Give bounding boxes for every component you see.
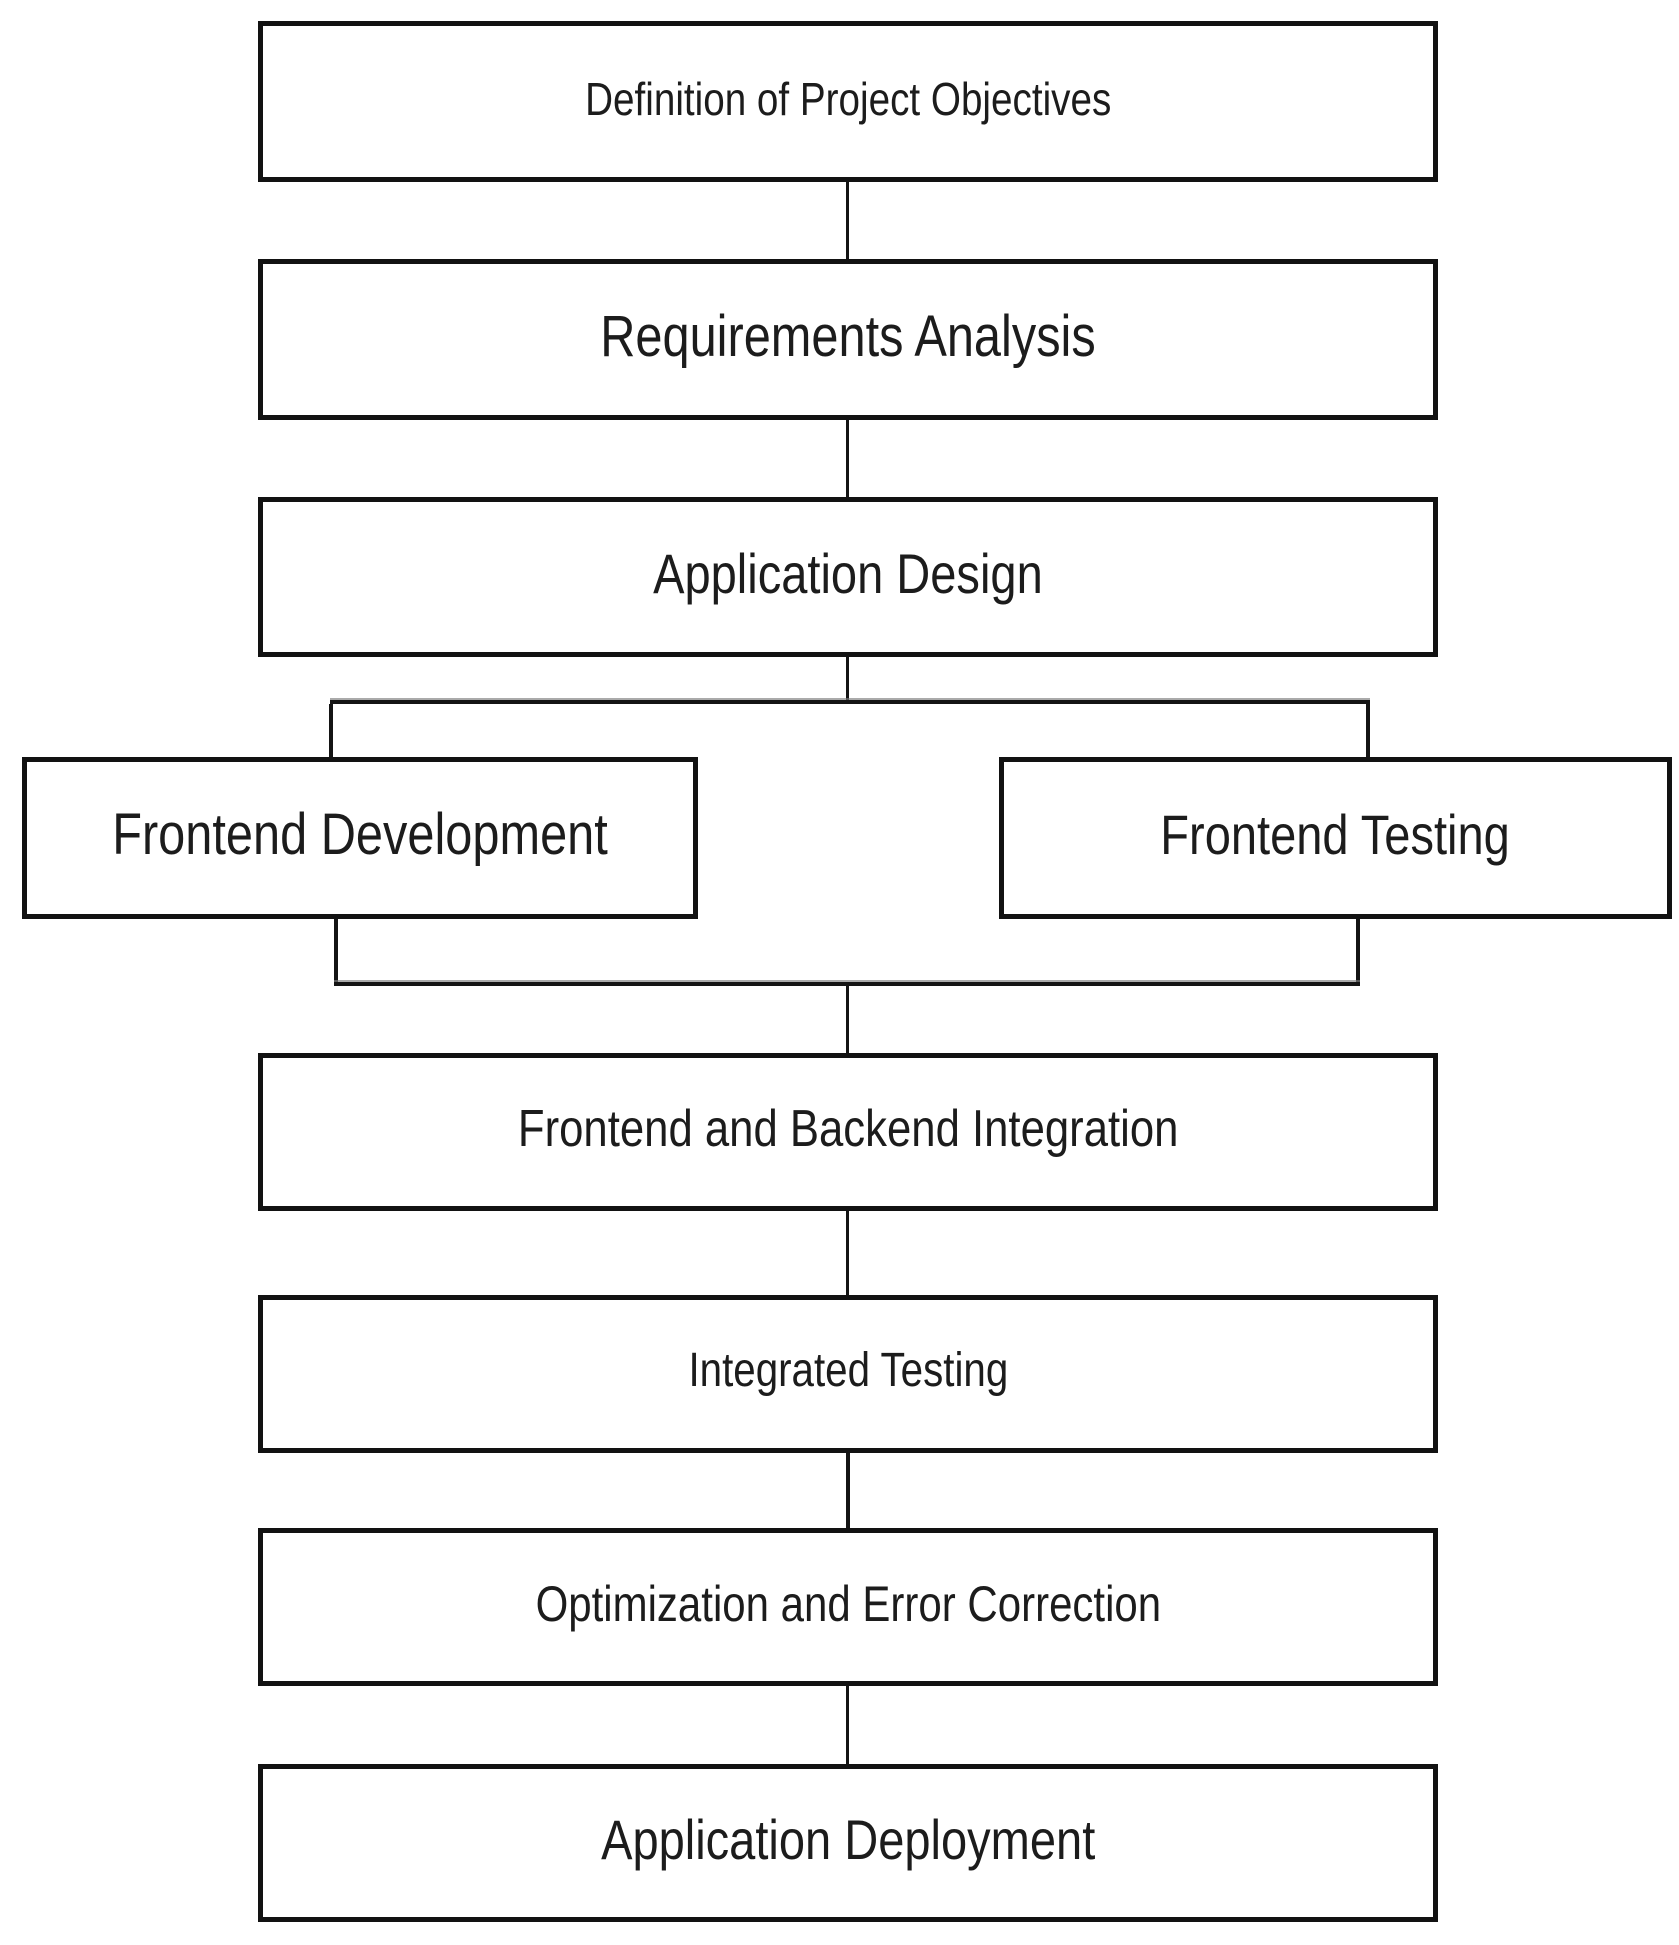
- connector-objectives-to-requirements: [846, 182, 849, 259]
- flow-node-label: Requirements Analysis: [600, 303, 1096, 369]
- connector-design-stem: [846, 657, 849, 703]
- connector-merge-to-integration: [846, 986, 849, 1053]
- connector-branch-to-frontend-development: [329, 704, 333, 757]
- flow-node-label: Application Design: [653, 542, 1043, 605]
- connector-frontend-testing-to-merge: [1356, 919, 1360, 982]
- connector-requirements-to-design: [846, 420, 849, 497]
- flow-node-label: Integrated Testing: [688, 1344, 1008, 1397]
- flow-node-label: Frontend Testing: [1160, 803, 1511, 866]
- flow-node-definition-of-project-objectives: Definition of Project Objectives: [258, 21, 1438, 182]
- connector-optimization-to-deployment: [846, 1686, 849, 1764]
- flow-node-application-deployment: Application Deployment: [258, 1764, 1438, 1922]
- connector-integrated-testing-to-optimization: [846, 1453, 850, 1528]
- flow-node-label: Optimization and Error Correction: [535, 1576, 1161, 1632]
- flow-node-label: Definition of Project Objectives: [584, 72, 1112, 125]
- flow-node-label: Frontend Development: [112, 802, 608, 867]
- connector-merge-line: [334, 982, 1360, 986]
- flow-node-frontend-and-backend-integration: Frontend and Backend Integration: [258, 1053, 1438, 1211]
- connector-integration-to-integrated-testing: [846, 1211, 849, 1295]
- connector-branch-to-frontend-testing: [1366, 704, 1370, 757]
- flow-node-frontend-development: Frontend Development: [22, 757, 698, 919]
- flow-node-label: Frontend and Backend Integration: [517, 1100, 1179, 1158]
- flow-node-label: Application Deployment: [600, 1808, 1096, 1871]
- flow-node-frontend-testing: Frontend Testing: [999, 757, 1672, 919]
- flow-node-optimization-and-error-correction: Optimization and Error Correction: [258, 1528, 1438, 1686]
- connector-split-branch-line: [330, 700, 1370, 704]
- flow-node-integrated-testing: Integrated Testing: [258, 1295, 1438, 1453]
- flow-node-requirements-analysis: Requirements Analysis: [258, 259, 1438, 420]
- connector-frontend-development-to-merge: [334, 919, 338, 982]
- flow-node-application-design: Application Design: [258, 497, 1438, 657]
